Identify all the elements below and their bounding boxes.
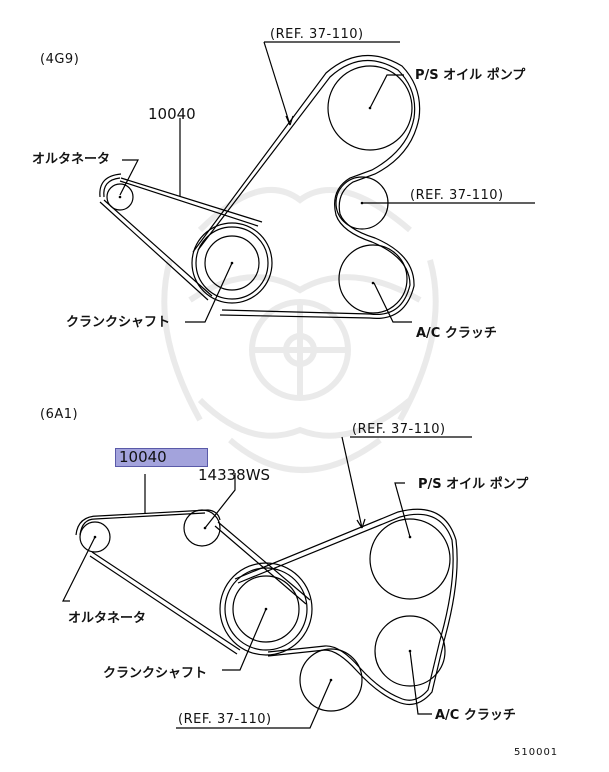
ps-oil-pump-label-6a1: P/S オイル ポンプ	[418, 477, 529, 492]
figure-id: 510001	[514, 747, 559, 758]
ref-label-ps-belt-4g9[interactable]: (REF. 37-110)	[270, 27, 364, 42]
4g9-ps-pulley	[327, 65, 413, 151]
ps-oil-pump-label-4g9: P/S オイル ポンプ	[415, 68, 526, 83]
6a1-idler-pulley	[299, 648, 363, 712]
watermark-crest-icon	[161, 187, 439, 473]
6a1-ac-pulley	[374, 615, 446, 687]
engine-label-4g9: (4G9)	[40, 52, 80, 67]
part-number-14338ws[interactable]: 14338WS	[198, 466, 271, 484]
alternator-label-6a1: オルタネータ	[68, 611, 147, 626]
4g9-ac-pulley	[338, 244, 408, 314]
ref-label-ps-belt-6a1[interactable]: (REF. 37-110)	[352, 422, 446, 437]
4g9-alternator-pulley	[106, 183, 134, 211]
engine-label-6a1: (6A1)	[40, 407, 79, 422]
ac-clutch-label-4g9: A/C クラッチ	[416, 326, 497, 341]
ref-label-idler-4g9[interactable]: (REF. 37-110)	[410, 188, 504, 203]
ref-label-idler-6a1[interactable]: (REF. 37-110)	[178, 712, 272, 727]
part-number-10040-4g9[interactable]: 10040	[148, 105, 196, 123]
crankshaft-label-4g9: クランクシャフト	[66, 315, 171, 330]
6a1-crank-pulley-inner	[232, 575, 300, 643]
part-number-10040-6a1-highlighted[interactable]: 10040	[115, 448, 208, 467]
alternator-label-4g9: オルタネータ	[32, 152, 111, 167]
ac-clutch-label-6a1: A/C クラッチ	[435, 708, 516, 723]
4g9-crank-pulley-inner	[204, 235, 260, 291]
6a1-alternator-pulley	[79, 521, 111, 553]
crankshaft-label-6a1: クランクシャフト	[103, 666, 208, 681]
6a1-ps-pulley	[369, 518, 451, 600]
